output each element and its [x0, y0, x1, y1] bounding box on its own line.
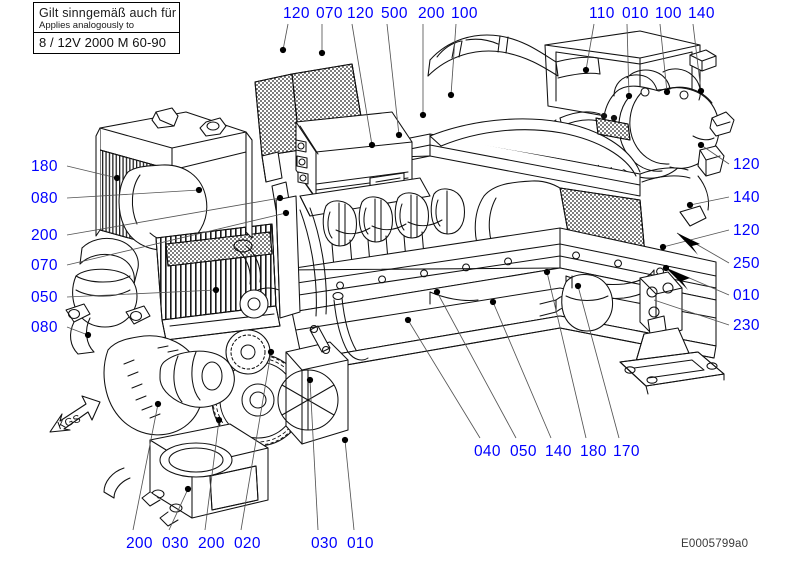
callout-right-6[interactable]: 230 [733, 317, 760, 334]
callout-left-6[interactable]: 080 [31, 319, 58, 336]
callout-top-5[interactable]: 200 [418, 5, 445, 22]
callout-right-2[interactable]: 140 [733, 189, 760, 206]
callout-right-5[interactable]: 010 [733, 287, 760, 304]
callout-top-1[interactable]: 120 [283, 5, 310, 22]
callout-left-4[interactable]: 070 [31, 257, 58, 274]
callout-top-4[interactable]: 500 [381, 5, 408, 22]
callout-right-4[interactable]: 250 [733, 255, 760, 272]
callout-bottomleft-3[interactable]: 200 [198, 535, 225, 552]
callout-bottomleft-2[interactable]: 030 [162, 535, 189, 552]
callout-right-1[interactable]: 120 [733, 156, 760, 173]
callout-top-6[interactable]: 100 [451, 5, 478, 22]
title-block-model: 8 / 12V 2000 M 60-90 [39, 35, 167, 50]
callout-left-2[interactable]: 080 [31, 190, 58, 207]
callout-topright-2[interactable]: 010 [622, 5, 649, 22]
callout-bottomleft-4[interactable]: 020 [234, 535, 261, 552]
callout-bottommid-2[interactable]: 010 [347, 535, 374, 552]
callout-top-3[interactable]: 120 [347, 5, 374, 22]
callout-bottommid-1[interactable]: 030 [311, 535, 338, 552]
callout-bottom-4[interactable]: 180 [580, 443, 607, 460]
callout-bottom-2[interactable]: 050 [510, 443, 537, 460]
title-block-english: Applies analogously to [39, 20, 135, 31]
callout-left-1[interactable]: 180 [31, 158, 58, 175]
callout-bottom-5[interactable]: 170 [613, 443, 640, 460]
callout-topright-4[interactable]: 140 [688, 5, 715, 22]
callout-bottomleft-1[interactable]: 200 [126, 535, 153, 552]
callout-bottom-3[interactable]: 140 [545, 443, 572, 460]
callout-left-3[interactable]: 200 [31, 227, 58, 244]
callout-bottom-1[interactable]: 040 [474, 443, 501, 460]
callout-topright-3[interactable]: 100 [655, 5, 682, 22]
drawing-number: E0005799a0 [681, 538, 749, 550]
title-block-divider [34, 32, 179, 33]
callout-right-3[interactable]: 120 [733, 222, 760, 239]
kgs-arrow-icon [49, 395, 101, 433]
title-block-german: Gilt sinngemäß auch für [39, 6, 177, 20]
title-block: Gilt sinngemäß auch für Applies analogou… [33, 2, 180, 54]
callout-left-5[interactable]: 050 [31, 289, 58, 306]
callout-top-2[interactable]: 070 [316, 5, 343, 22]
callout-topright-1[interactable]: 110 [589, 5, 615, 22]
